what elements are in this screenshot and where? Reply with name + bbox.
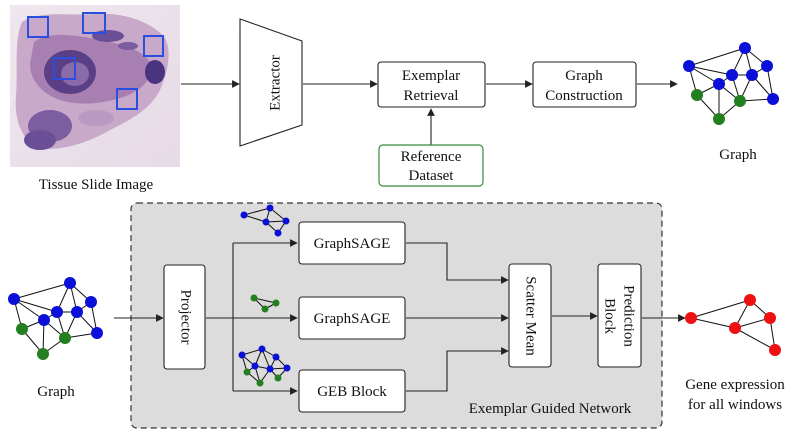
output-label-line1: Gene expression [685,377,785,393]
graph-construction-line2: Construction [545,88,623,104]
graphsage-mid-box [298,296,406,340]
arrow-graphsage-top-to-scatter [406,242,509,284]
graph-node-blue [64,277,76,289]
small-graph-combined [238,345,291,387]
graph-node-green [37,348,49,360]
extractor-label: Extractor [267,55,283,111]
network-label: Exemplar Guided Network [469,401,632,417]
patch-window [27,16,49,38]
patch-window [53,57,76,80]
patch-window [116,88,138,110]
tissue-slide-label: Tissue Slide Image [39,177,154,193]
graph-label-top: Graph [719,147,757,163]
geb-block-label: GEB Block [317,384,387,400]
graph-node-blue [8,293,20,305]
graph-node-blue [746,69,758,81]
prediction-block-line2: Block [602,298,618,334]
graph-node-blue [761,60,773,72]
graph-node-green [59,332,71,344]
reference-dataset-line2: Dataset [409,168,455,184]
graph-construction-box [532,61,637,108]
small-graph-exemplar-2 [250,294,280,313]
graph-node-red [744,294,756,306]
arrow-geb-to-scatter [406,347,509,392]
scatter-mean-box [508,263,552,368]
graph-node-blue [726,69,738,81]
tissue-slide-image [10,5,180,167]
projector-box [163,264,206,370]
graph-node-green [713,113,725,125]
graph-node-blue [38,314,50,326]
output-label-line2: for all windows [688,397,782,413]
graph-node-green [691,89,703,101]
graph-node-red [764,312,776,324]
gene-expression-graph [685,294,781,356]
reference-dataset-line1: Reference [401,149,462,165]
geb-block-box [298,369,406,413]
graph-node-blue [713,78,725,90]
graph-node-red [769,344,781,356]
reference-dataset-box [378,144,484,187]
graph-node-blue [51,306,63,318]
graph-node-green [16,323,28,335]
graph-node-green [734,95,746,107]
graphsage-top-box [298,221,406,265]
input-graph [8,277,103,360]
graph-node-blue [71,306,83,318]
exemplar-retrieval-line1: Exemplar [402,68,460,84]
graph-node-blue [91,327,103,339]
graph-node-red [729,322,741,334]
graph-node-blue [767,93,779,105]
graph-node-blue [683,60,695,72]
graph-node-blue [85,296,97,308]
prediction-block-line1: Prediction [621,285,637,347]
graph-node-blue [739,42,751,54]
patch-window [143,35,164,57]
exemplar-retrieval-line2: Retrieval [404,88,459,104]
patch-window [82,12,106,34]
graph-node-red [685,312,697,324]
scatter-mean-label: Scatter Mean [523,276,539,356]
graph-label-bottom: Graph [37,384,75,400]
graph-construction-line1: Graph [565,68,603,84]
extractor-block [239,18,303,147]
exemplar-retrieval-box [377,61,486,108]
graphsage-mid-label: GraphSAGE [314,311,391,327]
prediction-block-box [597,263,642,368]
projector-label: Projector [178,290,194,345]
graphsage-top-label: GraphSAGE [314,236,391,252]
small-graph-exemplar-1 [240,204,290,237]
constructed-graph [683,42,779,125]
